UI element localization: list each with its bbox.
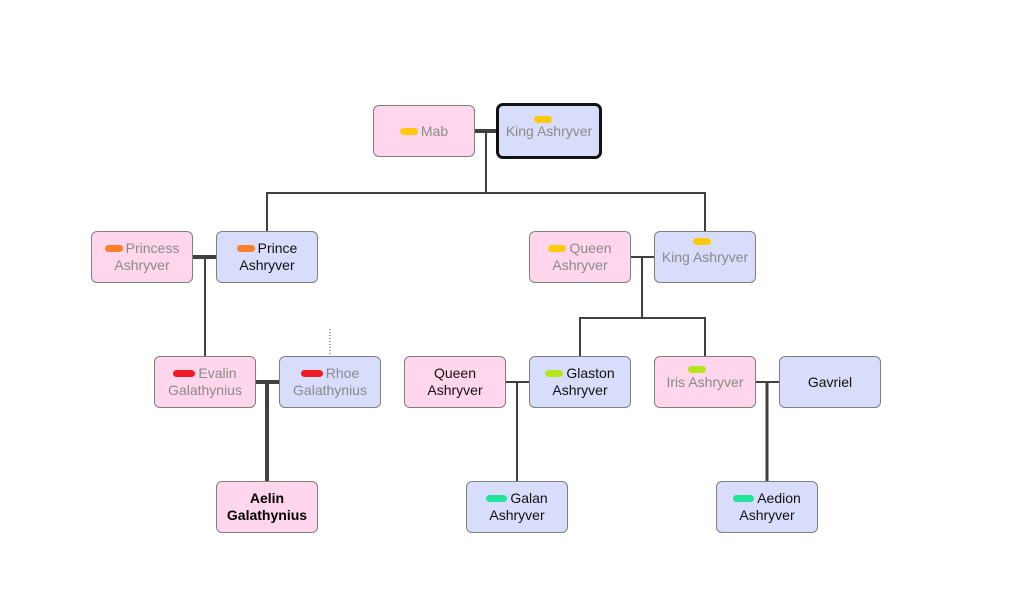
person-gavriel[interactable]: Gavriel bbox=[779, 356, 881, 408]
person-name: Gavriel bbox=[807, 373, 853, 390]
person-name-line2: Ashryver bbox=[489, 507, 545, 523]
color-marker bbox=[548, 245, 567, 252]
person-name-line1: Glaston bbox=[566, 365, 615, 381]
person-name-line1: Queen bbox=[433, 365, 477, 381]
person-galan-ashryver[interactable]: Galan Ashryver bbox=[466, 481, 568, 533]
person-name-line2: Ashryver bbox=[552, 257, 608, 273]
person-name-line2: Ashryver bbox=[114, 257, 170, 273]
person-iris-ashryver[interactable]: Iris Ashryver bbox=[654, 356, 756, 408]
person-name-line2: Galathynius bbox=[168, 382, 242, 398]
person-name-line2: Galathynius bbox=[226, 507, 308, 523]
person-name-line2: Galathynius bbox=[293, 382, 367, 398]
person-name-line1: Princess bbox=[125, 240, 180, 256]
person-aedion-ashryver[interactable]: Aedion Ashryver bbox=[716, 481, 818, 533]
person-name: King Ashryver bbox=[505, 122, 593, 139]
person-name-line2: Ashryver bbox=[427, 382, 483, 398]
color-marker bbox=[486, 495, 508, 502]
color-marker bbox=[733, 495, 755, 502]
person-name-line1: Queen bbox=[569, 240, 612, 256]
color-marker bbox=[104, 245, 123, 252]
color-marker bbox=[236, 245, 255, 252]
person-name-line1: Galan bbox=[510, 490, 548, 506]
color-marker bbox=[399, 127, 418, 135]
color-marker bbox=[545, 370, 564, 377]
person-name-line2: Ashryver bbox=[239, 257, 295, 273]
person-aelin-galathynius[interactable]: Aelin Galathynius bbox=[216, 481, 318, 533]
person-name-line2: Ashryver bbox=[552, 382, 608, 398]
person-name: Iris Ashryver bbox=[666, 373, 744, 390]
color-marker bbox=[534, 116, 552, 123]
person-name: Mab bbox=[420, 122, 449, 139]
person-king-ashryver[interactable]: King Ashryver bbox=[654, 231, 756, 283]
person-name-line1: Rhoe bbox=[325, 365, 360, 381]
color-marker bbox=[173, 370, 196, 377]
person-princess-ashryver[interactable]: Princess Ashryver bbox=[91, 231, 193, 283]
person-queen-ashryver[interactable]: Queen Ashryver bbox=[529, 231, 631, 283]
person-mab[interactable]: Mab bbox=[373, 105, 475, 157]
person-name-line2: Ashryver bbox=[739, 507, 795, 523]
person-name-line1: Aedion bbox=[757, 490, 801, 506]
color-marker bbox=[688, 366, 706, 373]
person-name-line1: Evalin bbox=[198, 365, 237, 381]
color-marker bbox=[300, 370, 323, 377]
person-name-line1: Aelin bbox=[249, 490, 285, 506]
person-king-ashryver-selected[interactable]: King Ashryver bbox=[496, 103, 602, 159]
person-name-line1: Prince bbox=[257, 240, 298, 256]
person-glaston-ashryver[interactable]: Glaston Ashryver bbox=[529, 356, 631, 408]
person-rhoe-galathynius[interactable]: Rhoe Galathynius bbox=[279, 356, 381, 408]
person-prince-ashryver[interactable]: Prince Ashryver bbox=[216, 231, 318, 283]
person-evalin-galathynius[interactable]: Evalin Galathynius bbox=[154, 356, 256, 408]
person-queen-ashryver-2[interactable]: Queen Ashryver bbox=[404, 356, 506, 408]
person-name: King Ashryver bbox=[661, 248, 749, 265]
color-marker bbox=[693, 238, 711, 245]
